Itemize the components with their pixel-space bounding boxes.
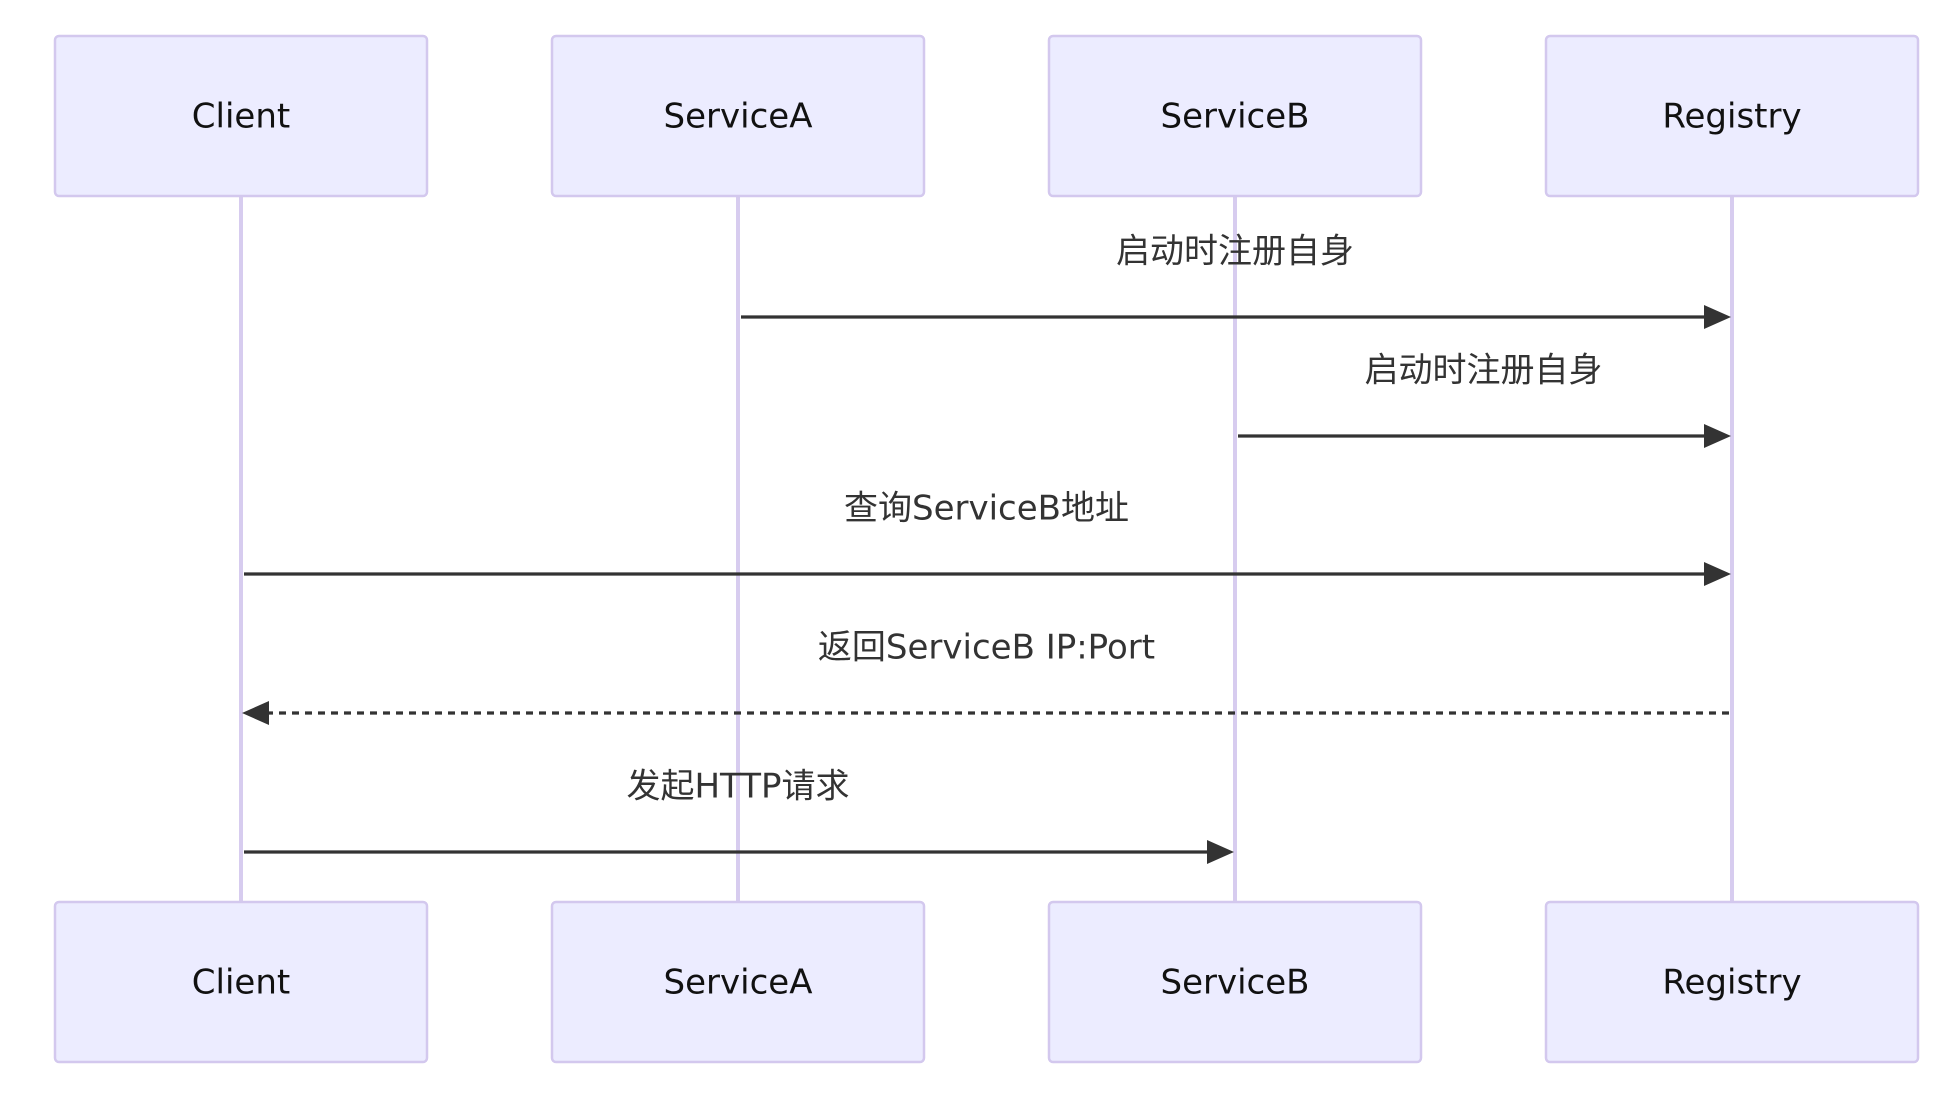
actor-serviceB-bottom: ServiceB (1047, 900, 1423, 1064)
actor-label: ServiceA (664, 963, 813, 1003)
actor-serviceA-bottom: ServiceA (550, 900, 926, 1064)
actor-client-bottom: Client (53, 900, 429, 1064)
actor-label: ServiceB (1161, 97, 1310, 137)
actor-box (1047, 34, 1423, 198)
lifelines (239, 196, 1734, 902)
message-label: 查询ServiceB地址 (844, 489, 1129, 529)
message-3: 查询ServiceB地址 (244, 489, 1731, 586)
arrowhead (1704, 424, 1731, 448)
message-label: 发起HTTP请求 (626, 767, 849, 807)
actor-box (1047, 900, 1423, 1064)
message-4: 返回ServiceB IP:Port (242, 628, 1729, 725)
arrowhead (242, 701, 269, 725)
message-label: 返回ServiceB IP:Port (818, 628, 1155, 668)
message-label: 启动时注册自身 (1116, 232, 1354, 272)
arrowhead (1704, 305, 1731, 329)
actor-label: Registry (1662, 97, 1801, 137)
actor-box (550, 34, 926, 198)
arrowhead (1207, 840, 1234, 864)
actor-label: Client (192, 97, 290, 137)
message-1: 启动时注册自身 (741, 232, 1731, 329)
actor-serviceA-top: ServiceA (550, 34, 926, 198)
actor-registry-bottom: Registry (1544, 900, 1920, 1064)
actor-box (550, 900, 926, 1064)
message-5: 发起HTTP请求 (244, 767, 1234, 864)
actor-box (53, 34, 429, 198)
actor-label: ServiceB (1161, 963, 1310, 1003)
actor-box (53, 900, 429, 1064)
arrowhead (1704, 562, 1731, 586)
actor-serviceB-top: ServiceB (1047, 34, 1423, 198)
actor-label: Client (192, 963, 290, 1003)
actor-client-top: Client (53, 34, 429, 198)
message-label: 启动时注册自身 (1365, 351, 1603, 391)
message-2: 启动时注册自身 (1238, 351, 1731, 448)
actor-box (1544, 34, 1920, 198)
actor-label: Registry (1662, 963, 1801, 1003)
actor-box (1544, 900, 1920, 1064)
actors: ClientClientServiceAServiceAServiceBServ… (53, 34, 1920, 1064)
actor-registry-top: Registry (1544, 34, 1920, 198)
actor-label: ServiceA (664, 97, 813, 137)
